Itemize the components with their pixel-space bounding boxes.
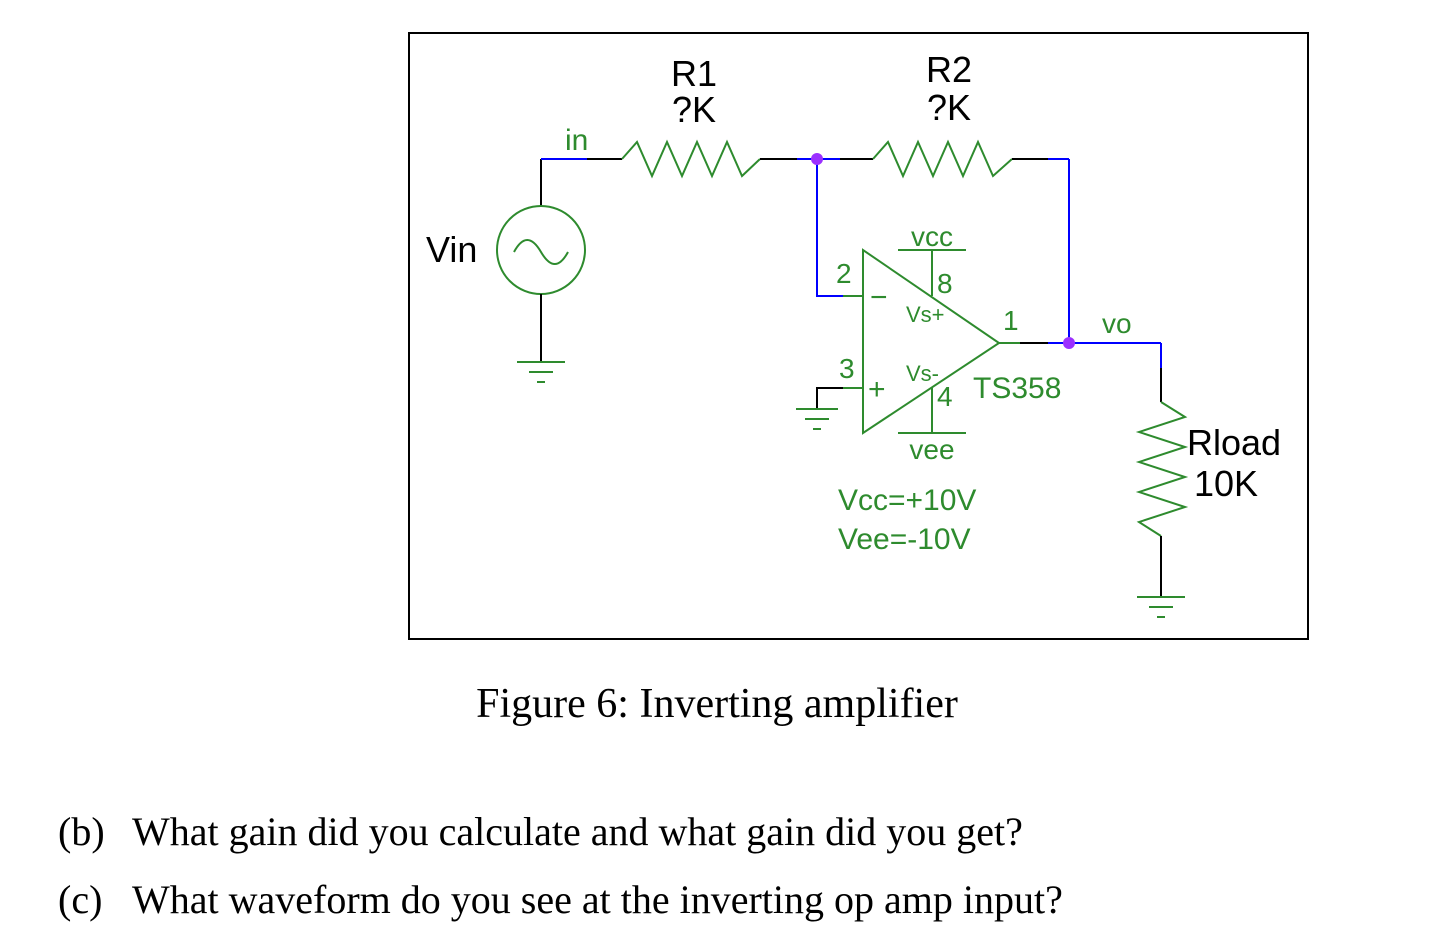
opamp-part-label: TS358 — [973, 372, 1061, 405]
vs-minus-label: Vs- — [906, 361, 939, 386]
vs-plus-label: Vs+ — [906, 302, 945, 327]
question-b: (b) What gain did you calculate and what … — [58, 808, 1023, 855]
question-b-tag: (b) — [58, 809, 105, 854]
sine-symbol — [513, 239, 569, 265]
noninverting-input-wire — [816, 387, 843, 409]
r2-value: ?K — [927, 87, 971, 128]
pin-vee-label: 4 — [937, 381, 953, 412]
junction-node-output — [1063, 337, 1075, 349]
question-b-text: What gain did you calculate and what gai… — [132, 809, 1023, 854]
noninverting-sign: + — [868, 373, 886, 406]
r1-name: R1 — [671, 53, 717, 94]
vin-circle — [496, 205, 586, 295]
r1-resistor — [621, 139, 761, 179]
rload-resistor — [1135, 401, 1189, 537]
question-c-text: What waveform do you see at the invertin… — [132, 877, 1063, 922]
inverting-input-wire — [816, 159, 843, 297]
figure-caption: Figure 6: Inverting amplifier — [476, 681, 958, 727]
ground-symbol-opamp — [796, 408, 838, 430]
pin-inv-label: 2 — [836, 258, 852, 289]
vcc-net-label: vcc — [911, 221, 953, 252]
r2-resistor — [872, 139, 1013, 179]
pin-out-label: 1 — [1003, 305, 1019, 336]
question-c-tag: (c) — [58, 877, 103, 922]
vin-source — [496, 159, 586, 383]
vin-label: Vin — [426, 229, 477, 270]
pin-vcc-label: 8 — [937, 268, 953, 299]
ground-symbol-rload — [1137, 596, 1185, 618]
r1-value: ?K — [672, 89, 716, 130]
rload-value: 10K — [1194, 463, 1258, 504]
supply-note-vcc: Vcc=+10V — [838, 484, 976, 517]
rload-name: Rload — [1187, 422, 1281, 463]
junction-node-inverting — [811, 153, 823, 165]
in-net-label: in — [565, 124, 588, 157]
schematic-diagram: Vin in R1 ?K R2 ?K vcc 8 2 − Vs+ 1 vo 3 … — [408, 32, 1309, 640]
ground-symbol-vin — [517, 361, 565, 383]
vee-net-label: vee — [909, 434, 954, 465]
r2-name: R2 — [926, 49, 972, 90]
schematic-frame — [408, 32, 1309, 640]
vo-net-label: vo — [1102, 308, 1132, 339]
inverting-sign: − — [870, 281, 888, 314]
pin-noninv-label: 3 — [839, 353, 855, 384]
question-c: (c) What waveform do you see at the inver… — [58, 876, 1063, 923]
supply-note-vee: Vee=-10V — [838, 523, 971, 556]
